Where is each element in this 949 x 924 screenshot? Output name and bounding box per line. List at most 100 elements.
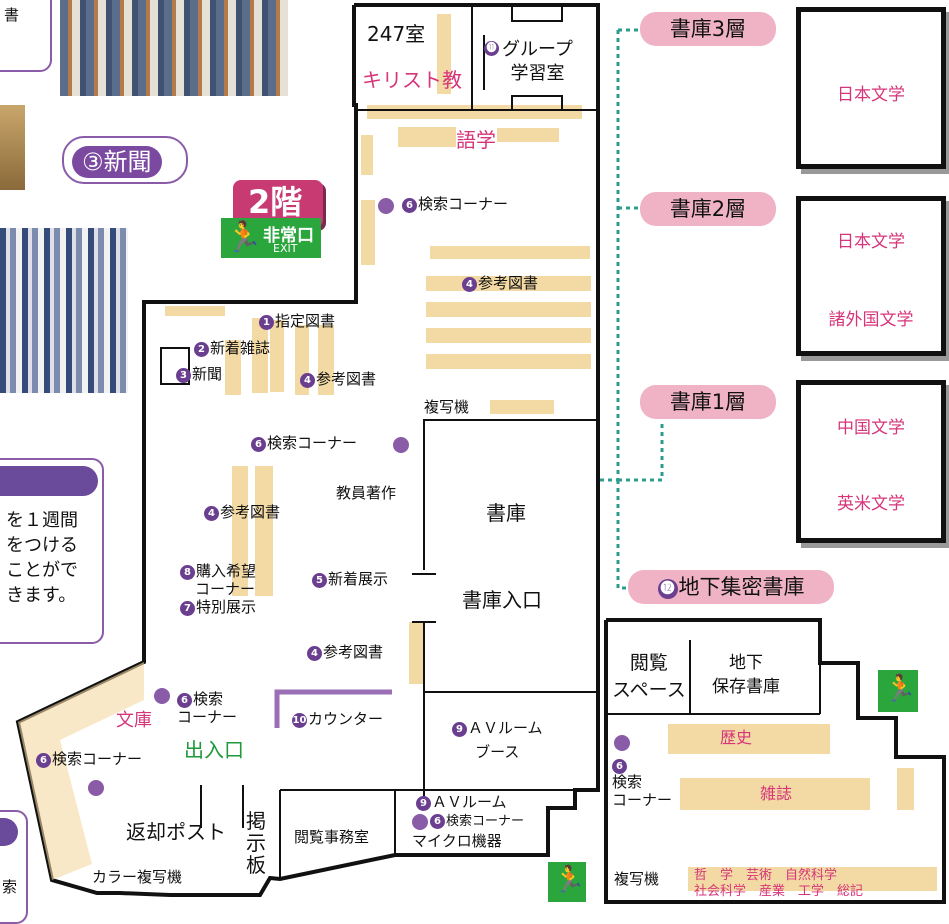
genre-label: 中国文学: [837, 418, 905, 438]
counter-outline: [274, 689, 392, 728]
exit-sign-bottom: 🏃: [548, 862, 586, 902]
stacks-label: 書庫: [486, 501, 526, 525]
search-dot: [614, 735, 630, 751]
floor-badge-text: 2階: [248, 183, 303, 221]
shelf: [688, 867, 937, 891]
entrance-label: 出入口: [184, 738, 244, 762]
shelves: [165, 14, 937, 891]
shelf: [361, 200, 375, 265]
reading-office: 閲覧事務室: [294, 828, 370, 846]
shelf: [398, 127, 456, 147]
callout-fragment: 索: [2, 878, 18, 896]
shelf: [270, 320, 284, 392]
faculty-works: 教員著作: [336, 484, 397, 502]
top-left-callout: [0, 0, 52, 72]
emergency-exit-sign: 🏃 非常口 EXIT: [221, 218, 321, 258]
basement-copier: 複写機: [614, 870, 660, 888]
stacks-room: [423, 419, 599, 693]
stacks-level-2-box: 日本文学 諸外国文学: [796, 196, 946, 356]
shelf: [426, 302, 591, 317]
stacks-level-2-pill: 書庫2層: [640, 192, 776, 226]
bottom-callout-header: [0, 818, 18, 846]
bunko-band: [18, 662, 144, 880]
info-callout-header: [0, 466, 98, 496]
group-study-num: ⓫: [484, 40, 500, 56]
copier-label: 複写機: [424, 398, 470, 416]
exit-main: 非常口: [263, 226, 314, 246]
info-line: きます。: [6, 585, 77, 606]
search-dot: [393, 437, 409, 453]
running-man-icon: 🏃: [884, 674, 917, 704]
group-table: [511, 95, 563, 111]
shelf: [252, 318, 268, 393]
shelf: [255, 466, 273, 596]
basement-storage: 地下 保存書庫: [712, 653, 780, 697]
shelf: [225, 340, 241, 395]
genre-label: 日本文学: [837, 85, 905, 105]
shelf: [409, 622, 425, 684]
group-table: [511, 4, 563, 22]
newspaper-callout-text: ③新聞: [72, 146, 162, 178]
shelf: [361, 135, 373, 175]
bulletin-board: 掲 示 板: [246, 809, 266, 877]
stacks-photo: [60, 0, 288, 96]
shelf: [497, 128, 559, 142]
newspaper-stand: [160, 347, 190, 385]
color-copier: カラー複写機: [92, 868, 183, 886]
group-study-room: グループ 学習室: [502, 39, 573, 85]
basement-wall: [604, 618, 946, 904]
shelf: [426, 354, 591, 369]
room-247: 247室: [367, 22, 426, 46]
stacks-level-1-box: 中国文学 英米文学: [796, 380, 946, 543]
reading-space: 閲覧 スペース: [612, 652, 686, 701]
stacks-level-3-box: 日本文学: [796, 7, 946, 169]
shelf: [165, 306, 225, 316]
bunko-label: 文庫: [116, 710, 152, 731]
shelf: [318, 325, 334, 395]
info-line: をつける: [6, 535, 78, 556]
outer-wall: [15, 3, 600, 897]
genre-label: 英米文学: [837, 494, 905, 514]
search-dot: [378, 198, 394, 214]
shelf: [426, 328, 591, 343]
history-label: 歴史: [720, 728, 753, 747]
reading-desk-photo: [0, 105, 25, 190]
shelf: [367, 105, 582, 119]
shelf-aisle-photo: [0, 228, 128, 393]
subject-row-2: 社会科学 産業 工学 総記: [694, 884, 864, 899]
shelf: [680, 778, 870, 810]
search-dot: [154, 688, 170, 704]
genre-label: 諸外国文学: [828, 310, 914, 330]
stacks-connector: [598, 28, 664, 590]
exit-sign-basement: 🏃: [878, 670, 918, 712]
search-dot: [88, 780, 104, 796]
genre-label: 日本文学: [837, 232, 905, 252]
shelf: [668, 724, 830, 754]
shelf: [437, 14, 451, 94]
running-man-icon: 🏃: [225, 220, 263, 255]
shelf: [490, 400, 554, 414]
return-post: 返却ポスト: [126, 820, 226, 844]
micro-equipment: マイクロ機器: [412, 832, 502, 850]
stacks-level-3-pill: 書庫3層: [640, 12, 776, 46]
stacks-level-1-pill: 書庫1層: [640, 385, 776, 419]
christianity-label: キリスト教: [362, 68, 462, 92]
